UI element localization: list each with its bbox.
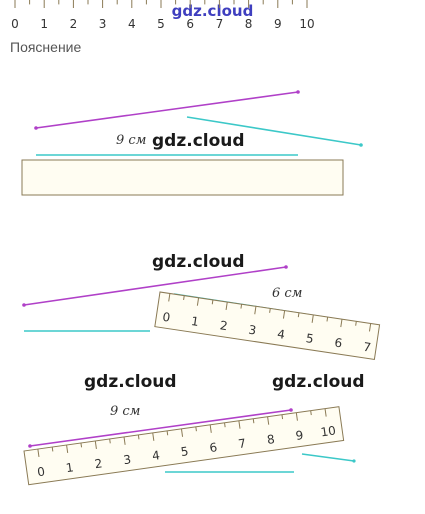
ruler-tick [368,323,372,332]
ruler-number: 0 [11,17,19,31]
ruler-number: 5 [180,444,190,459]
fig3-segment-cyan-right [301,453,355,462]
ruler-tick [340,319,343,328]
ruler-number: 5 [305,331,315,346]
ruler-number: 9 [295,428,305,443]
ruler-number: 8 [266,432,276,447]
fig1-segment-purple [35,91,299,129]
ruler-number: 4 [128,17,136,31]
ruler-number: 3 [122,452,132,467]
ruler-tick [254,306,257,315]
ruler-tick [94,440,97,449]
ruler-number: 9 [274,17,282,31]
ruler-tick [269,308,271,313]
ruler-number: 1 [190,314,200,329]
fig1-segment-cyan-diagonal [186,116,362,146]
section-label: Пояснение [10,39,82,55]
site-title[interactable]: gdz.cloud [171,2,254,20]
ruler-number: 2 [70,17,78,31]
fig3-annotation: 9 см [110,404,141,419]
ruler-tick [66,444,69,454]
ruler-number: 8 [245,17,253,31]
ruler-tick [80,442,83,448]
ruler-number: 0 [36,464,46,479]
ruler-number: 6 [209,440,219,455]
ruler-tick [224,422,226,428]
ruler-tick [240,304,243,309]
ruler-number: 4 [151,448,161,463]
ruler-number: 5 [157,17,165,31]
ruler-tick [180,428,184,437]
ruler-3: 0 1 2 3 4 5 6 7 8 9 10 [23,406,345,486]
ruler-number: 7 [237,436,247,451]
ruler-tick [183,295,185,301]
ruler-tick [324,408,327,417]
fig1-annotation: 9 см [116,133,147,148]
ruler-number: 1 [40,17,48,31]
watermark: gdz.cloud [152,131,245,151]
ruler-number: 3 [248,323,258,338]
ruler-tick [168,293,171,302]
ruler-number: 10 [299,17,314,31]
ruler-tick [225,301,228,311]
watermark: gdz.cloud [84,372,177,392]
ruler-tick [109,438,111,444]
ruler-tick [137,434,140,440]
ruler-tick [297,312,300,318]
ruler-number: 2 [219,318,229,333]
ruler-tick [252,418,255,424]
ruler-tick [238,420,241,429]
ruler-number: 6 [186,17,194,31]
ruler-number: 10 [320,423,337,439]
ruler-tick [152,432,155,441]
ruler-tick [166,430,169,436]
ruler-tick [123,436,126,445]
ruler-tick [195,426,197,432]
ruler-1: 0 1 2 3 4 5 6 7 8 9 10 [11,0,344,196]
ruler-number: 1 [65,460,75,475]
ruler-number: 7 [216,17,224,31]
ruler-tick [355,321,357,326]
watermark: gdz.cloud [152,252,245,272]
ruler-tick [295,412,298,421]
ruler-tick [326,316,329,322]
ruler-2: 0 1 2 3 4 5 6 7 [154,291,381,360]
ruler-tick [281,414,284,420]
ruler-number: 7 [362,340,372,355]
fig3-segment-purple [29,409,292,447]
fig2-annotation: 6 см [272,286,303,301]
ruler-tick [311,314,314,323]
watermark: gdz.cloud [272,372,365,392]
ruler-number: 3 [99,17,107,31]
ruler-tick [211,299,214,305]
ruler-tick [196,297,200,306]
ruler-tick [267,416,270,425]
ruler-tick [282,310,286,319]
ruler-tick [37,448,40,458]
ruler-number: 0 [162,310,172,325]
ruler-tick [209,424,212,433]
ruler-tick [310,410,312,416]
ruler-number: 4 [276,327,286,342]
ruler-number: 2 [94,456,104,471]
ruler-number: 6 [334,335,344,350]
fig2-segment-purple [23,266,287,306]
ruler-tick [51,446,54,452]
